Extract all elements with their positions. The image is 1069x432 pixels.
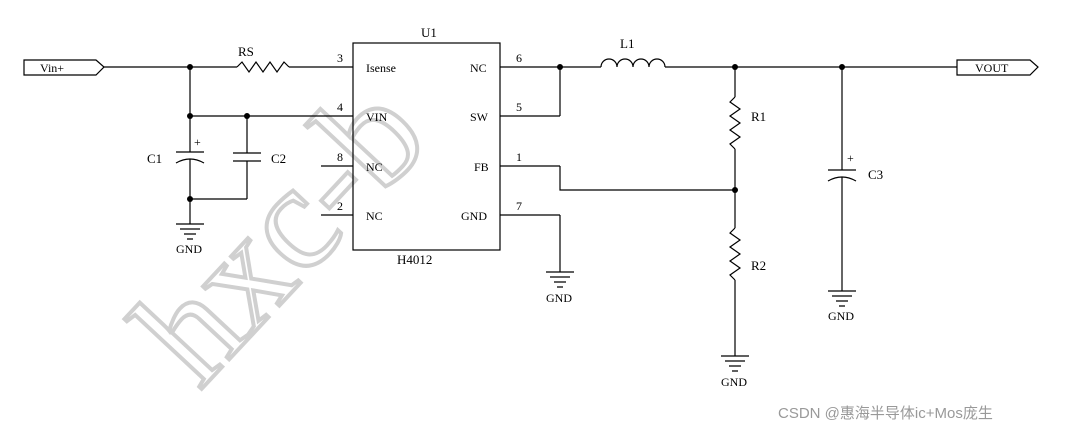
svg-text:L1: L1 — [620, 36, 634, 51]
svg-text:GND: GND — [828, 309, 854, 323]
svg-text:GND: GND — [176, 242, 202, 256]
svg-text:C1: C1 — [147, 151, 162, 166]
vin-port: Vin+ — [23, 59, 105, 76]
ground-symbol-ic: GND — [546, 271, 574, 305]
capacitor-c1: + C1 — [147, 116, 205, 199]
svg-text:NC: NC — [366, 209, 383, 223]
vout-port: VOUT — [956, 59, 1039, 76]
svg-text:7: 7 — [516, 199, 522, 213]
svg-text:+: + — [847, 151, 854, 165]
svg-text:2: 2 — [337, 199, 343, 213]
resistor-r2: R2 — [728, 227, 766, 281]
svg-text:GND: GND — [721, 375, 747, 389]
svg-text:C2: C2 — [271, 151, 286, 166]
capacitor-c3: + C3 — [827, 151, 883, 182]
ground-symbol-input: GND — [176, 223, 204, 256]
svg-text:VOUT: VOUT — [975, 61, 1009, 75]
svg-text:GND: GND — [461, 209, 487, 223]
inductor-l1: L1 — [600, 36, 666, 68]
svg-text:1: 1 — [516, 150, 522, 164]
wire-fb — [559, 166, 735, 191]
junction-fb — [732, 187, 738, 193]
svg-text:5: 5 — [516, 100, 522, 114]
resistor-rs: RS — [236, 44, 290, 74]
svg-text:RS: RS — [238, 44, 254, 59]
capacitor-c2: C2 — [233, 116, 286, 199]
svg-text:3: 3 — [337, 51, 343, 65]
ground-symbol-divider: GND — [721, 355, 749, 389]
svg-text:8: 8 — [337, 150, 343, 164]
svg-text:R1: R1 — [751, 109, 766, 124]
svg-text:H4012: H4012 — [397, 252, 432, 267]
ground-symbol-output: GND — [828, 290, 856, 323]
svg-text:GND: GND — [546, 291, 572, 305]
footer-watermark: CSDN @惠海半导体ic+Mos庞生 — [778, 405, 993, 422]
svg-text:4: 4 — [337, 100, 343, 114]
svg-text:Isense: Isense — [366, 61, 396, 75]
svg-text:VIN: VIN — [366, 110, 388, 124]
ic-u1: U1 H4012 3 Isense 4 VIN 8 NC 2 NC 6 NC 5… — [321, 25, 560, 267]
svg-text:SW: SW — [470, 110, 489, 124]
svg-text:hxc-b: hxc-b — [102, 51, 456, 414]
svg-text:C3: C3 — [868, 167, 883, 182]
svg-text:U1: U1 — [421, 25, 437, 40]
svg-text:NC: NC — [366, 160, 383, 174]
svg-text:6: 6 — [516, 51, 522, 65]
svg-text:R2: R2 — [751, 258, 766, 273]
svg-text:NC: NC — [470, 61, 487, 75]
svg-text:FB: FB — [474, 160, 489, 174]
svg-text:+: + — [194, 135, 201, 149]
diagonal-watermark: hxc-b — [100, 49, 458, 416]
resistor-r1: R1 — [728, 96, 766, 150]
svg-text:Vin+: Vin+ — [40, 61, 64, 75]
